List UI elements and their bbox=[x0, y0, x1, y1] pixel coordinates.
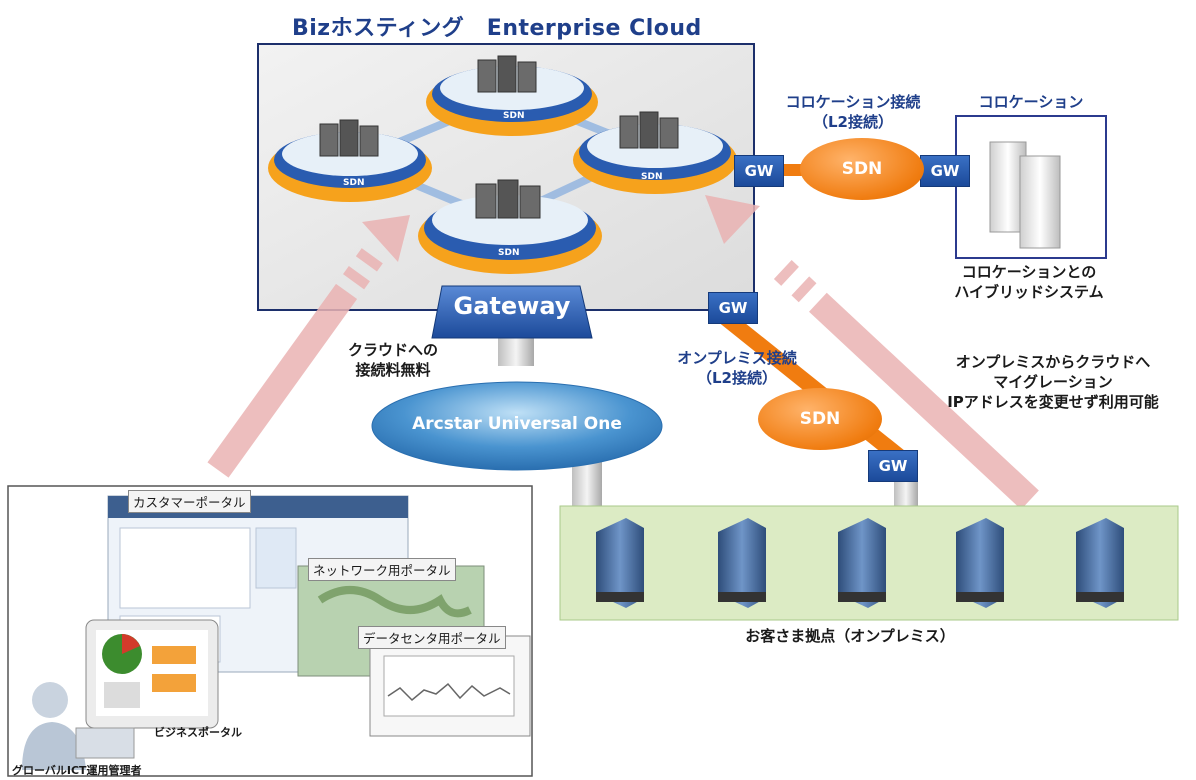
colocation-hybrid-label: コロケーションとの ハイブリッドシステム bbox=[924, 262, 1134, 302]
cloud-connection-line2: 接続料無料 bbox=[355, 361, 431, 379]
server-rack-icons bbox=[319, 55, 679, 219]
colocation-hybrid-line2: ハイブリッドシステム bbox=[954, 283, 1104, 301]
colocation-connection-label: コロケーション接続 （L2接続） bbox=[758, 92, 948, 132]
sdn-label-bottom: SDN bbox=[498, 248, 520, 258]
network-portal-tag: ネットワーク用ポータル bbox=[308, 558, 456, 581]
migration-line3: IPアドレスを変更せず利用可能 bbox=[947, 393, 1159, 411]
business-portal-label: ビジネスポータル bbox=[154, 726, 242, 739]
sdn-label-right: SDN bbox=[641, 172, 663, 182]
colocation-server-icon bbox=[989, 141, 1061, 249]
sdn-platform-bottom bbox=[418, 195, 602, 274]
arcstar-network bbox=[371, 381, 663, 471]
datacenter-portal-screenshot bbox=[369, 635, 531, 737]
gateway-label: Gateway bbox=[453, 292, 571, 320]
customer-sites-label: お客さま拠点（オンプレミス） bbox=[745, 627, 955, 645]
gw-box-onprem-top: GW bbox=[708, 292, 758, 324]
page-title: Bizホスティング Enterprise Cloud bbox=[292, 16, 702, 41]
pipe-gateway-arcstar bbox=[498, 336, 534, 366]
migration-line2: マイグレーション bbox=[993, 373, 1113, 391]
admin-person-icon bbox=[22, 682, 135, 770]
onprem-connection-line1: オンプレミス接続 bbox=[677, 349, 797, 367]
admin-label: グローバルICT運用管理者 bbox=[12, 764, 142, 777]
onprem-connection-line2: （L2接続） bbox=[697, 369, 777, 387]
datacenter-portal-tag: データセンタ用ポータル bbox=[358, 626, 506, 649]
colocation-title: コロケーション bbox=[978, 93, 1084, 111]
sdn-oval-colocation: SDN bbox=[800, 138, 924, 200]
migration-line1: オンプレミスからクラウドへ bbox=[955, 353, 1151, 371]
cloud-connection-line1: クラウドへの bbox=[347, 341, 438, 359]
pipe-arcstar-sites bbox=[572, 460, 602, 510]
colocation-connection-line2: （L2接続） bbox=[813, 113, 893, 131]
gw-box-cloud: GW bbox=[734, 155, 784, 187]
customer-portal-tag: カスタマーポータル bbox=[128, 490, 251, 513]
sdn-oval-onprem: SDN bbox=[758, 388, 882, 450]
sdn-label-top: SDN bbox=[503, 111, 525, 121]
arrow-sites-to-cloud bbox=[705, 195, 1039, 510]
arcstar-label: Arcstar Universal One bbox=[412, 414, 622, 434]
colocation-connection-line1: コロケーション接続 bbox=[785, 93, 921, 111]
gw-box-onprem-bottom: GW bbox=[868, 450, 918, 482]
sdn-label-left: SDN bbox=[343, 178, 365, 188]
colocation-hybrid-line1: コロケーションとの bbox=[961, 263, 1097, 281]
gw-box-colocation: GW bbox=[920, 155, 970, 187]
sdn-platform-left bbox=[268, 132, 432, 202]
business-portal-tablet bbox=[85, 619, 219, 729]
onprem-connection-label: オンプレミス接続 （L2接続） bbox=[652, 348, 822, 388]
building-icons bbox=[596, 518, 1124, 608]
cloud-connection-label: クラウドへの 接続料無料 bbox=[328, 340, 458, 380]
migration-label: オンプレミスからクラウドへ マイグレーション IPアドレスを変更せず利用可能 bbox=[918, 352, 1188, 412]
gateway-shape bbox=[431, 285, 593, 339]
arrow-portal-to-cloud bbox=[207, 215, 410, 478]
